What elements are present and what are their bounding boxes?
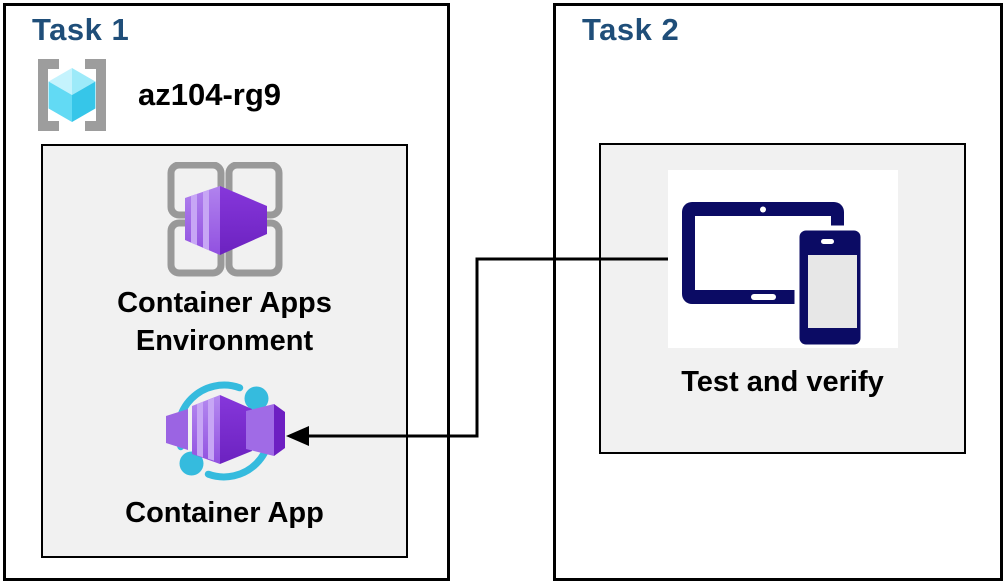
environment-label-line2: Environment bbox=[135, 325, 314, 357]
container-app-label: Container App bbox=[125, 497, 324, 529]
task1-box: Task 1 az104-rg9 bbox=[3, 3, 450, 581]
tablet-and-phone-icon bbox=[682, 202, 866, 350]
environment-label: Container Apps Environment bbox=[43, 284, 406, 360]
device-icon-plate bbox=[668, 170, 898, 350]
task2-title: Task 2 bbox=[582, 12, 680, 47]
test-and-verify-label: Test and verify bbox=[681, 366, 884, 398]
environment-label-line1: Container Apps bbox=[117, 287, 332, 319]
container-apps-panel: Container Apps Environment bbox=[41, 144, 408, 558]
resource-group-name: az104-rg9 bbox=[138, 77, 282, 112]
resource-group-icon bbox=[38, 59, 106, 131]
resource-group-row: az104-rg9 bbox=[26, 54, 281, 136]
container-apps-environment-icon bbox=[167, 162, 283, 277]
task2-box: Task 2 Test and verify bbox=[553, 3, 1003, 581]
task1-title: Task 1 bbox=[32, 12, 130, 47]
test-and-verify-panel: Test and verify bbox=[599, 143, 966, 454]
container-app-icon bbox=[166, 381, 285, 481]
